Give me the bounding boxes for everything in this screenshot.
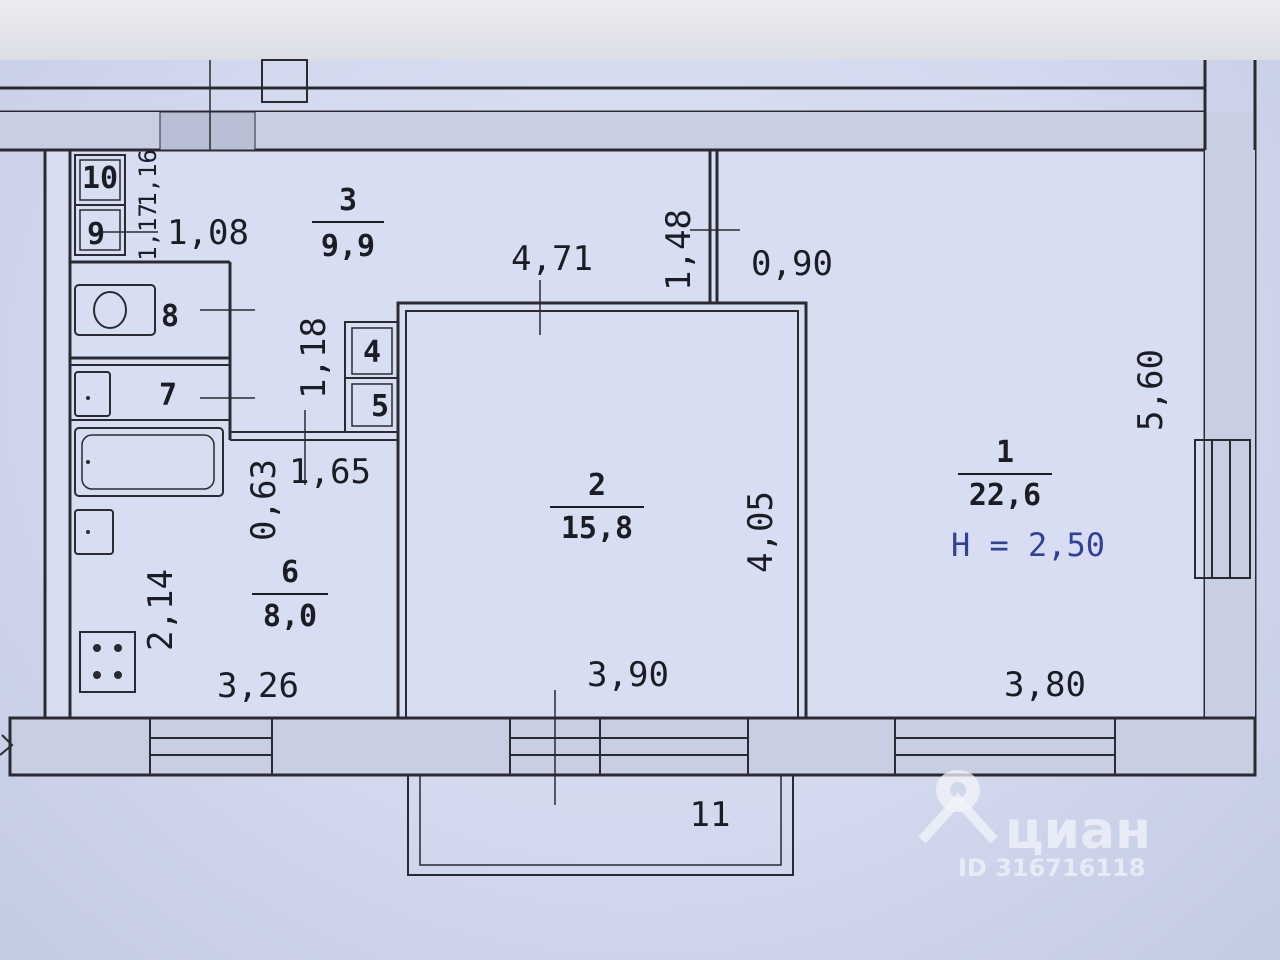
location-pin-icon bbox=[936, 770, 980, 812]
walls bbox=[0, 59, 1257, 876]
room-1-area: 22,6 bbox=[969, 478, 1041, 513]
dim-1-08: 1,08 bbox=[167, 213, 249, 253]
room-2-area: 15,8 bbox=[561, 511, 633, 546]
watermark-brand: циан bbox=[1005, 801, 1151, 861]
room-10-number: 10 bbox=[82, 161, 118, 196]
dim-4-71: 4,71 bbox=[511, 239, 593, 279]
ceiling-height: H = 2,50 bbox=[951, 526, 1105, 564]
room-5-number: 5 bbox=[371, 389, 389, 424]
room-6-number: 6 bbox=[281, 555, 299, 590]
dim-0-63: 0,63 bbox=[244, 459, 284, 541]
room-3-area: 9,9 bbox=[321, 229, 375, 264]
watermark: циан ID 316716118 bbox=[918, 770, 1151, 882]
dim-0-90: 0,90 bbox=[751, 244, 833, 284]
room-9-number: 9 bbox=[87, 217, 105, 252]
dimension-labels: 1,08 4,71 0,90 1,65 3,26 3,90 3,80 1,48 … bbox=[134, 149, 1171, 706]
dim-3-26: 3,26 bbox=[217, 666, 299, 706]
plan-area bbox=[45, 150, 1205, 718]
room-4-number: 4 bbox=[363, 335, 381, 370]
dim-3-80: 3,80 bbox=[1004, 665, 1086, 705]
fixture-dots bbox=[86, 396, 122, 679]
room-3-number: 3 bbox=[339, 183, 357, 218]
dim-1-16: 1,16 bbox=[134, 149, 162, 207]
room-6-area: 8,0 bbox=[263, 599, 317, 634]
dim-3-90: 3,90 bbox=[587, 655, 669, 695]
room-8-number: 8 bbox=[161, 299, 179, 334]
dim-4-05: 4,05 bbox=[741, 491, 781, 573]
dim-1-65: 1,65 bbox=[289, 452, 371, 492]
watermark-id: ID 316716118 bbox=[958, 854, 1146, 882]
room-1-number: 1 bbox=[996, 435, 1014, 470]
dim-5-60: 5,60 bbox=[1131, 349, 1171, 431]
dim-1-17: 1,17 bbox=[134, 203, 162, 261]
dim-1-48: 1,48 bbox=[659, 209, 699, 291]
room-labels: 1 22,6 H = 2,50 2 15,8 3 9,9 6 8,0 4 5 7… bbox=[82, 161, 1105, 835]
dim-1-18: 1,18 bbox=[294, 317, 334, 399]
room-2-number: 2 bbox=[588, 468, 606, 503]
dim-2-14: 2,14 bbox=[141, 569, 181, 651]
monitor-bezel bbox=[0, 0, 1280, 60]
room-11-number: 11 bbox=[690, 795, 731, 835]
room-7-number: 7 bbox=[159, 378, 177, 413]
